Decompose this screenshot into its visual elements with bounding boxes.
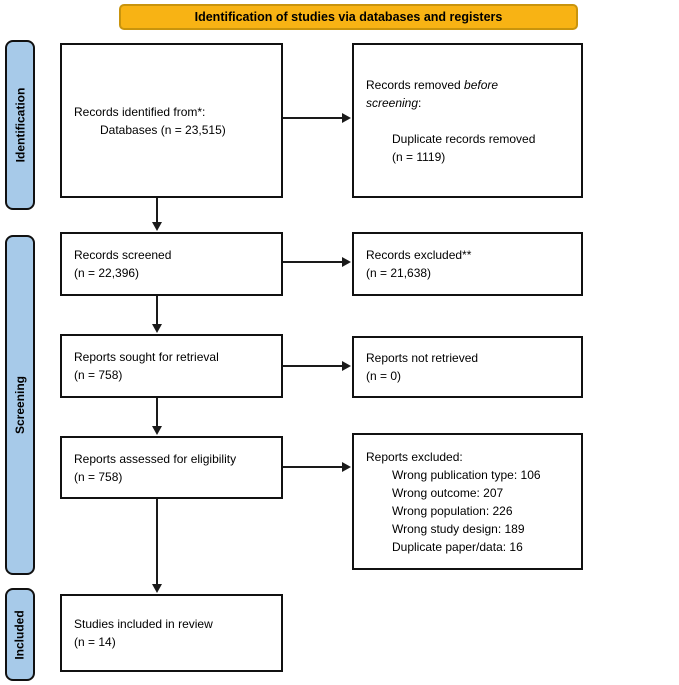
box-studies-included: Studies included in review (n = 14) (60, 594, 283, 672)
arrow-identified-to-screened (156, 198, 158, 224)
box-records-removed: Records removed before screening: Duplic… (352, 43, 583, 198)
records-removed-line1: Records removed before (366, 77, 499, 92)
box-reports-sought: Reports sought for retrieval (n = 758) (60, 334, 283, 398)
arrow-assessed-to-reports-excluded (283, 466, 344, 468)
box-records-excluded: Records excluded** (n = 21,638) (352, 232, 583, 296)
reports-assessed-line1: Reports assessed for eligibility (74, 451, 237, 466)
arrowhead-down-icon (151, 324, 162, 333)
studies-included-line2: (n = 14) (74, 635, 116, 649)
arrow-screened-to-sought (156, 296, 158, 326)
reports-excluded-item: Wrong outcome: 207 (392, 485, 504, 500)
stage-label-included-text: Included (13, 609, 27, 660)
records-removed-detail1: Duplicate records removed (392, 131, 536, 146)
arrow-screened-to-excluded (283, 261, 344, 263)
stage-label-identification-text: Identification (13, 87, 28, 163)
stage-label-screening-text: Screening (13, 375, 27, 435)
box-reports-assessed: Reports assessed for eligibility (n = 75… (60, 436, 283, 499)
arrowhead-right-icon (342, 256, 351, 267)
arrow-identified-to-removed (283, 117, 344, 119)
records-identified-detail: Databases (n = 23,515) (100, 122, 226, 137)
arrowhead-right-icon (342, 461, 351, 472)
arrow-sought-to-not-retrieved (283, 365, 344, 367)
box-reports-excluded: Reports excluded: Wrong publication type… (352, 433, 583, 570)
stage-label-screening: Screening (5, 235, 35, 575)
box-reports-not-retrieved: Reports not retrieved (n = 0) (352, 336, 583, 398)
box-records-identified: Records identified from*: Databases (n =… (60, 43, 283, 198)
arrowhead-down-icon (151, 584, 162, 593)
box-records-screened: Records screened (n = 22,396) (60, 232, 283, 296)
reports-assessed-line2: (n = 758) (74, 469, 123, 484)
reports-excluded-item: Wrong publication type: 106 (392, 467, 541, 482)
reports-excluded-item: Wrong population: 226 (392, 503, 513, 518)
stage-label-included: Included (5, 588, 35, 681)
records-identified-title: Records identified from*: (74, 104, 206, 119)
records-screened-line2: (n = 22,396) (74, 266, 140, 280)
header-title: Identification of studies via databases … (194, 9, 503, 24)
records-screened-line1: Records screened (74, 248, 172, 262)
reports-excluded-title: Reports excluded: (366, 449, 463, 464)
arrowhead-down-icon (151, 426, 162, 435)
stage-label-identification: Identification (5, 40, 35, 210)
reports-not-retrieved-line2: (n = 0) (366, 369, 402, 383)
records-excluded-line1: Records excluded** (366, 248, 472, 262)
records-removed-detail2: (n = 1119) (392, 149, 446, 164)
reports-excluded-item: Duplicate paper/data: 16 (392, 539, 523, 554)
arrowhead-down-icon (151, 222, 162, 231)
reports-sought-line2: (n = 758) (74, 368, 123, 382)
arrow-sought-to-assessed (156, 398, 158, 428)
reports-excluded-item: Wrong study design: 189 (392, 521, 525, 536)
records-removed-line2: screening: (366, 95, 422, 110)
reports-not-retrieved-line1: Reports not retrieved (366, 351, 479, 365)
studies-included-line1: Studies included in review (74, 617, 213, 631)
records-removed-spacer (366, 112, 569, 130)
arrow-assessed-to-included (156, 499, 158, 586)
reports-sought-line1: Reports sought for retrieval (74, 350, 219, 364)
arrowhead-right-icon (342, 112, 351, 123)
header-banner: Identification of studies via databases … (119, 4, 578, 30)
records-excluded-line2: (n = 21,638) (366, 266, 432, 280)
arrowhead-right-icon (342, 360, 351, 371)
